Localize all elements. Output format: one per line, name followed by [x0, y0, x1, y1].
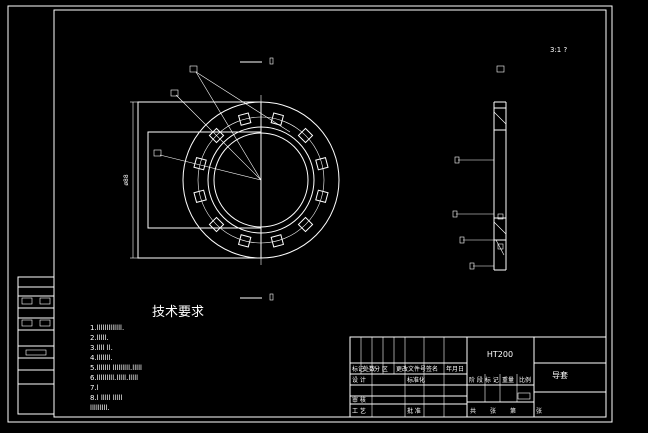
- tb-header-cell: 签名: [426, 365, 438, 373]
- bolt-hole: [270, 234, 285, 248]
- bolt-hole: [270, 112, 285, 126]
- material-label: HT200: [487, 350, 513, 359]
- outer-frame: [7, 5, 613, 423]
- tech-line: 7.l: [90, 384, 99, 392]
- tb-header-cell: 标记: [352, 365, 364, 373]
- tech-line: 2.lllll.: [90, 334, 109, 342]
- tb-process-cell: 批 准: [407, 407, 421, 415]
- tech-requirements: 1.lllllllllllll. 2.lllll. 3.llll ll. 4.llll…: [90, 324, 142, 412]
- tech-line: 8.l lllll lllll: [90, 394, 123, 402]
- tb-sheet-cell: 共: [470, 407, 476, 415]
- tb-stage-cell: 阶 段 标 记: [469, 376, 499, 384]
- side-strip: [17, 276, 55, 415]
- title-block: HT200 导套: [349, 336, 607, 418]
- bolt-hole: [297, 127, 314, 144]
- tb-sheet-cell: 张: [490, 407, 496, 415]
- tb-review-cell: 审 核: [352, 396, 366, 404]
- tech-line: 1.lllllllllllll.: [90, 324, 124, 332]
- tech-title: 技术要求: [152, 305, 204, 320]
- tb-design-cell: 设 计: [352, 376, 366, 384]
- tb-stage-cell: 重量: [502, 376, 514, 384]
- scale-note: 3:1 ?: [550, 46, 567, 54]
- bolt-hole: [193, 156, 207, 171]
- tech-line: 6.lllllllll.lllll.lllll: [90, 374, 138, 382]
- tech-line: 3.llll ll.: [90, 344, 113, 352]
- tb-sheet-cell: 第: [510, 407, 516, 415]
- side-view: [452, 65, 507, 271]
- tech-line: 4.lllllll.: [90, 354, 113, 362]
- tech-line: lllllllll.: [90, 404, 110, 412]
- tb-sheet-cell: 张: [536, 407, 542, 415]
- inner-frame: [53, 9, 607, 418]
- bolt-hole: [297, 216, 314, 233]
- tb-stage-cell: 比例: [519, 376, 531, 384]
- part-name: 导套: [552, 370, 568, 380]
- bolt-hole: [315, 189, 329, 204]
- dim-left: ø88: [123, 174, 130, 185]
- tech-line: 5.lllllll lllllllll.lllll: [90, 364, 142, 372]
- tb-header-cell: 年月日: [446, 365, 464, 373]
- tb-header-cell: 更改文件号: [396, 365, 426, 373]
- bolt-hole: [315, 156, 329, 171]
- front-view: ø88: [123, 57, 340, 301]
- title-block-text: 标记处数分 区更改文件号签名年月日设 计 标准化 阶 段 标 记重量比例审 核工 艺…: [352, 365, 542, 415]
- tb-process-cell: 工 艺: [352, 407, 366, 415]
- bolt-hole: [237, 234, 252, 248]
- bolt-hole: [237, 112, 252, 126]
- tb-header-cell: 处数: [363, 365, 375, 373]
- bolt-holes: [193, 112, 329, 248]
- bolt-hole: [193, 189, 207, 204]
- tb-design-cell: 标准化: [407, 376, 425, 384]
- tb-header-cell: 分 区: [374, 365, 388, 373]
